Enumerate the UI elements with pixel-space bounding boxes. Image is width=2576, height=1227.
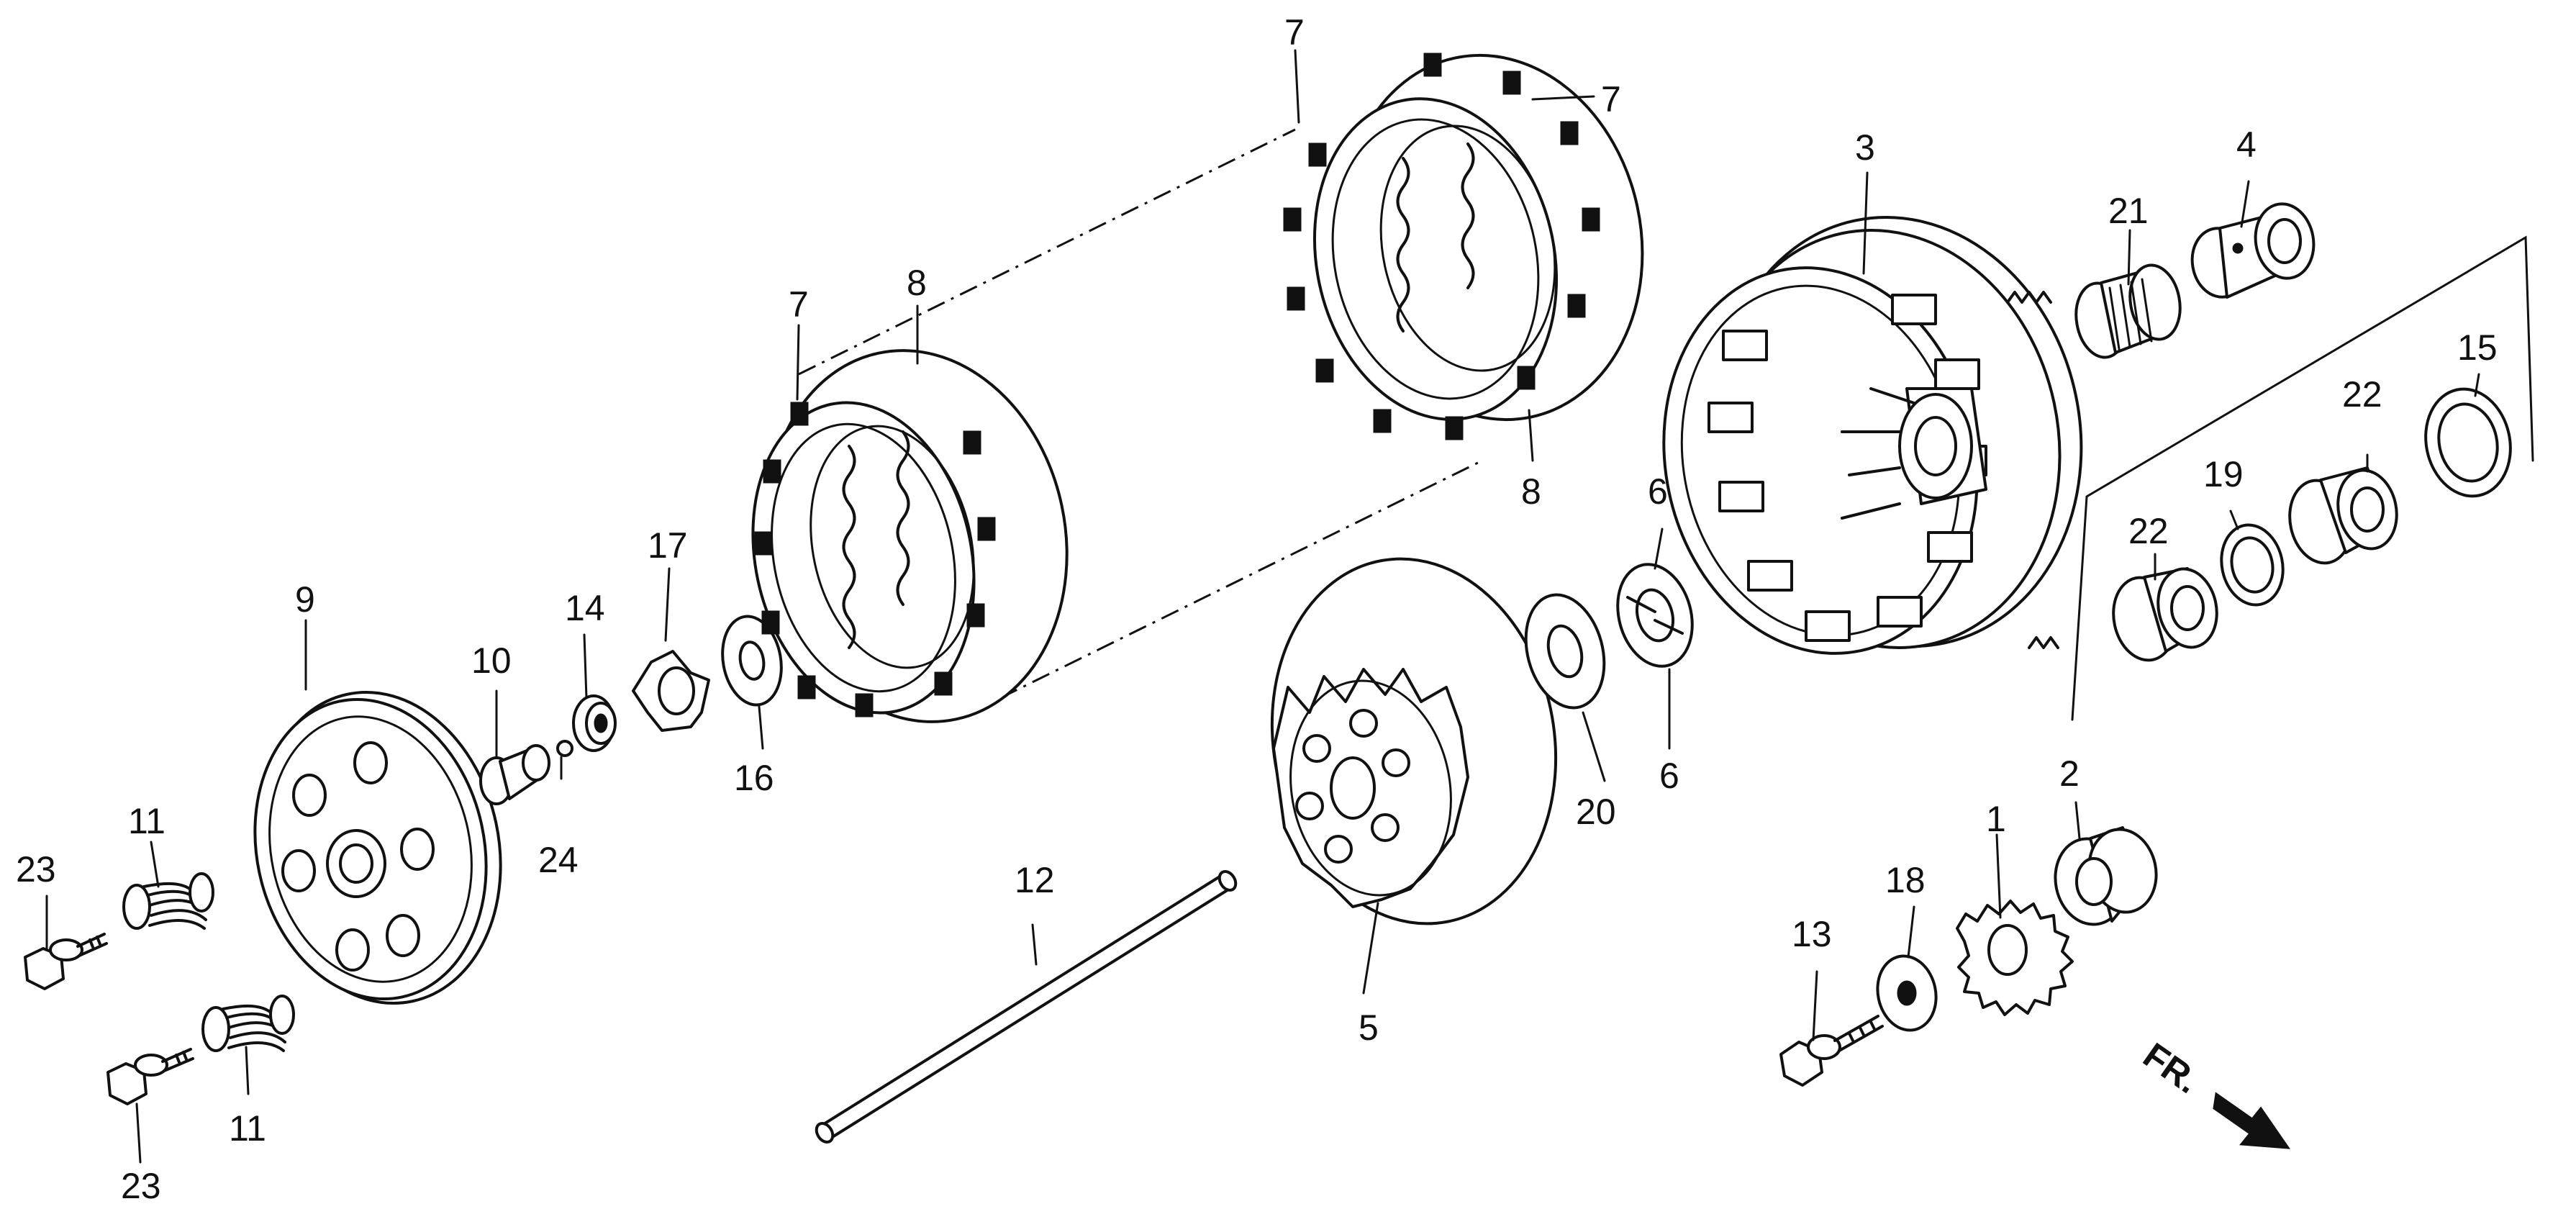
bolt-lower bbox=[106, 1048, 194, 1105]
callout-10: 10 bbox=[471, 640, 512, 681]
front-marker-label: FR. bbox=[2136, 1035, 2207, 1101]
washer-18 bbox=[1876, 954, 1938, 1032]
callout-18: 18 bbox=[1885, 860, 1926, 900]
callout-11a: 11 bbox=[128, 801, 165, 841]
callout-12: 12 bbox=[1015, 860, 1055, 900]
callout-4: 4 bbox=[2236, 124, 2257, 165]
collar-4 bbox=[2190, 202, 2316, 299]
needle-bearing-21 bbox=[2074, 263, 2182, 359]
ball-bearing-2 bbox=[2054, 826, 2158, 926]
callout-19: 19 bbox=[2203, 454, 2244, 494]
clutch-spring-upper bbox=[122, 872, 214, 930]
callout-7c: 7 bbox=[789, 284, 809, 325]
callout-13: 13 bbox=[1792, 914, 1832, 954]
assembly-guide-lines bbox=[798, 128, 2534, 721]
bolt-upper bbox=[24, 933, 108, 990]
callout-21: 21 bbox=[2108, 191, 2149, 231]
callout-6a: 6 bbox=[1648, 471, 1668, 512]
callout-14: 14 bbox=[565, 588, 605, 628]
clutch-outer-basket bbox=[1662, 215, 2083, 655]
front-direction-marker: FR. bbox=[2136, 1035, 2291, 1149]
callout-16: 16 bbox=[734, 758, 774, 798]
callout-8a: 8 bbox=[907, 263, 927, 303]
front-arrow-icon bbox=[2213, 1092, 2291, 1149]
clutch-center bbox=[1270, 557, 1558, 925]
lifter-plate bbox=[632, 650, 710, 732]
callout-23a: 23 bbox=[16, 849, 56, 889]
lifter-bearing bbox=[572, 694, 617, 752]
needle-bearing-22-upper bbox=[2288, 466, 2398, 565]
callout-22a: 22 bbox=[2342, 374, 2382, 415]
thrust-washer-15 bbox=[2424, 387, 2512, 498]
washer-19 bbox=[2220, 523, 2285, 607]
leader-lines bbox=[45, 49, 2480, 1164]
push-rod bbox=[815, 869, 1238, 1144]
callout-24: 24 bbox=[538, 840, 579, 880]
lifter-piece bbox=[479, 744, 550, 805]
callout-11b: 11 bbox=[229, 1108, 266, 1149]
callout-6b: 6 bbox=[1659, 756, 1679, 796]
callout-8b: 8 bbox=[1521, 471, 1541, 512]
clutch-disc-rear bbox=[1283, 53, 1644, 440]
callout-3: 3 bbox=[1855, 127, 1875, 168]
steel-ball bbox=[556, 740, 573, 757]
spline-washer-6 bbox=[1616, 563, 1694, 668]
clutch-disc-front bbox=[751, 349, 1069, 723]
callout-5: 5 bbox=[1359, 1008, 1379, 1048]
clutch-spring-lower bbox=[201, 995, 295, 1052]
callout-15: 15 bbox=[2457, 327, 2498, 368]
callout-22b: 22 bbox=[2128, 511, 2169, 551]
bolt-13 bbox=[1779, 1015, 1884, 1087]
washer-20 bbox=[1524, 593, 1606, 710]
callout-7b: 7 bbox=[1601, 79, 1621, 119]
callout-9: 9 bbox=[295, 579, 315, 620]
callout-1: 1 bbox=[1986, 799, 2006, 839]
needle-bearing-22-lower bbox=[2112, 567, 2218, 662]
callout-labels: 1 2 3 4 5 6 6 7 7 7 8 8 9 10 11 11 12 13… bbox=[16, 12, 2498, 1206]
callout-2: 2 bbox=[2059, 753, 2080, 794]
primary-drive-gear-1 bbox=[1956, 900, 2074, 1016]
callout-20: 20 bbox=[1576, 792, 1616, 832]
pressure-plate bbox=[253, 691, 502, 1005]
callout-23b: 23 bbox=[121, 1166, 161, 1206]
washer-16 bbox=[721, 615, 783, 707]
callout-7a: 7 bbox=[1284, 12, 1305, 53]
callout-17: 17 bbox=[648, 525, 688, 566]
